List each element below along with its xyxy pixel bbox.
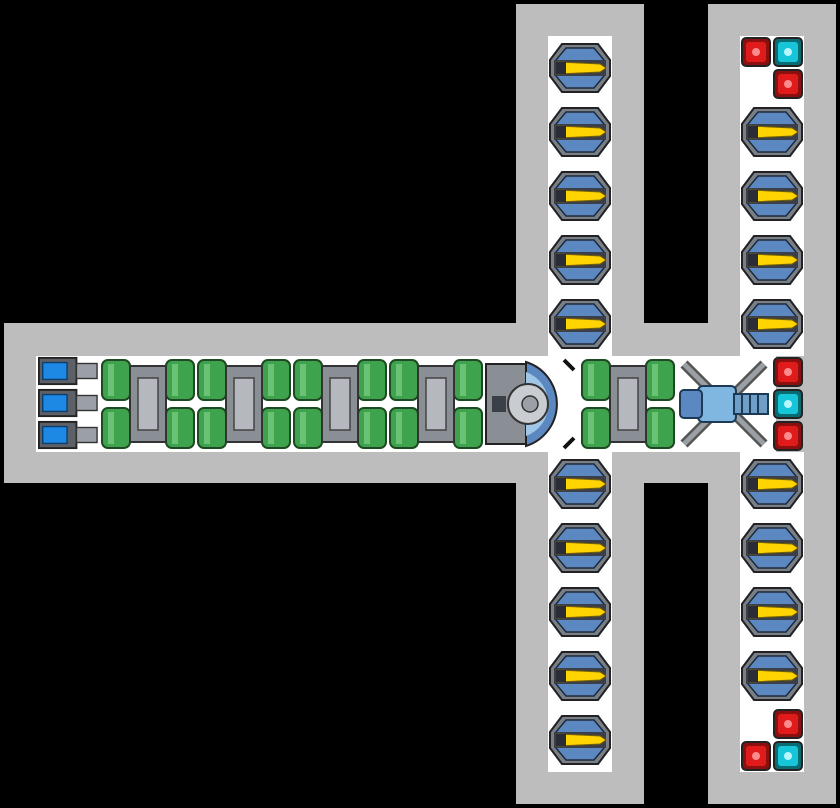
fuel-tank-icon bbox=[100, 356, 196, 452]
thruster-icon bbox=[740, 294, 804, 354]
cyan-light-icon bbox=[772, 36, 804, 68]
red-light-icon bbox=[772, 356, 804, 388]
red-light-icon bbox=[772, 708, 804, 740]
thruster-icon bbox=[548, 454, 612, 514]
thruster-icon bbox=[548, 518, 612, 578]
thruster-icon bbox=[548, 710, 612, 770]
fuel-tank-icon bbox=[196, 356, 292, 452]
thruster-icon bbox=[548, 230, 612, 290]
red-light-icon bbox=[772, 68, 804, 100]
battery-icon bbox=[36, 356, 100, 386]
thruster-icon bbox=[740, 646, 804, 706]
thruster-icon bbox=[548, 166, 612, 226]
thruster-icon bbox=[740, 166, 804, 226]
battery-icon bbox=[36, 388, 100, 418]
fuel-tank-icon bbox=[388, 356, 484, 452]
red-light-icon bbox=[772, 420, 804, 452]
thruster-icon bbox=[548, 38, 612, 98]
cyan-light-icon bbox=[772, 388, 804, 420]
thruster-icon bbox=[740, 102, 804, 162]
thruster-icon bbox=[740, 518, 804, 578]
red-light-icon bbox=[740, 740, 772, 772]
thruster-icon bbox=[548, 102, 612, 162]
thruster-icon bbox=[740, 582, 804, 642]
fuel-tank-icon bbox=[580, 356, 676, 452]
cannon-icon bbox=[676, 356, 772, 452]
red-light-icon bbox=[740, 36, 772, 68]
battery-icon bbox=[36, 420, 100, 450]
thruster-icon bbox=[548, 582, 612, 642]
thruster-icon bbox=[548, 294, 612, 354]
thruster-icon bbox=[740, 454, 804, 514]
cyan-light-icon bbox=[772, 740, 804, 772]
thruster-icon bbox=[548, 646, 612, 706]
thruster-icon bbox=[740, 230, 804, 290]
cockpit-icon bbox=[484, 356, 580, 452]
fuel-tank-icon bbox=[292, 356, 388, 452]
